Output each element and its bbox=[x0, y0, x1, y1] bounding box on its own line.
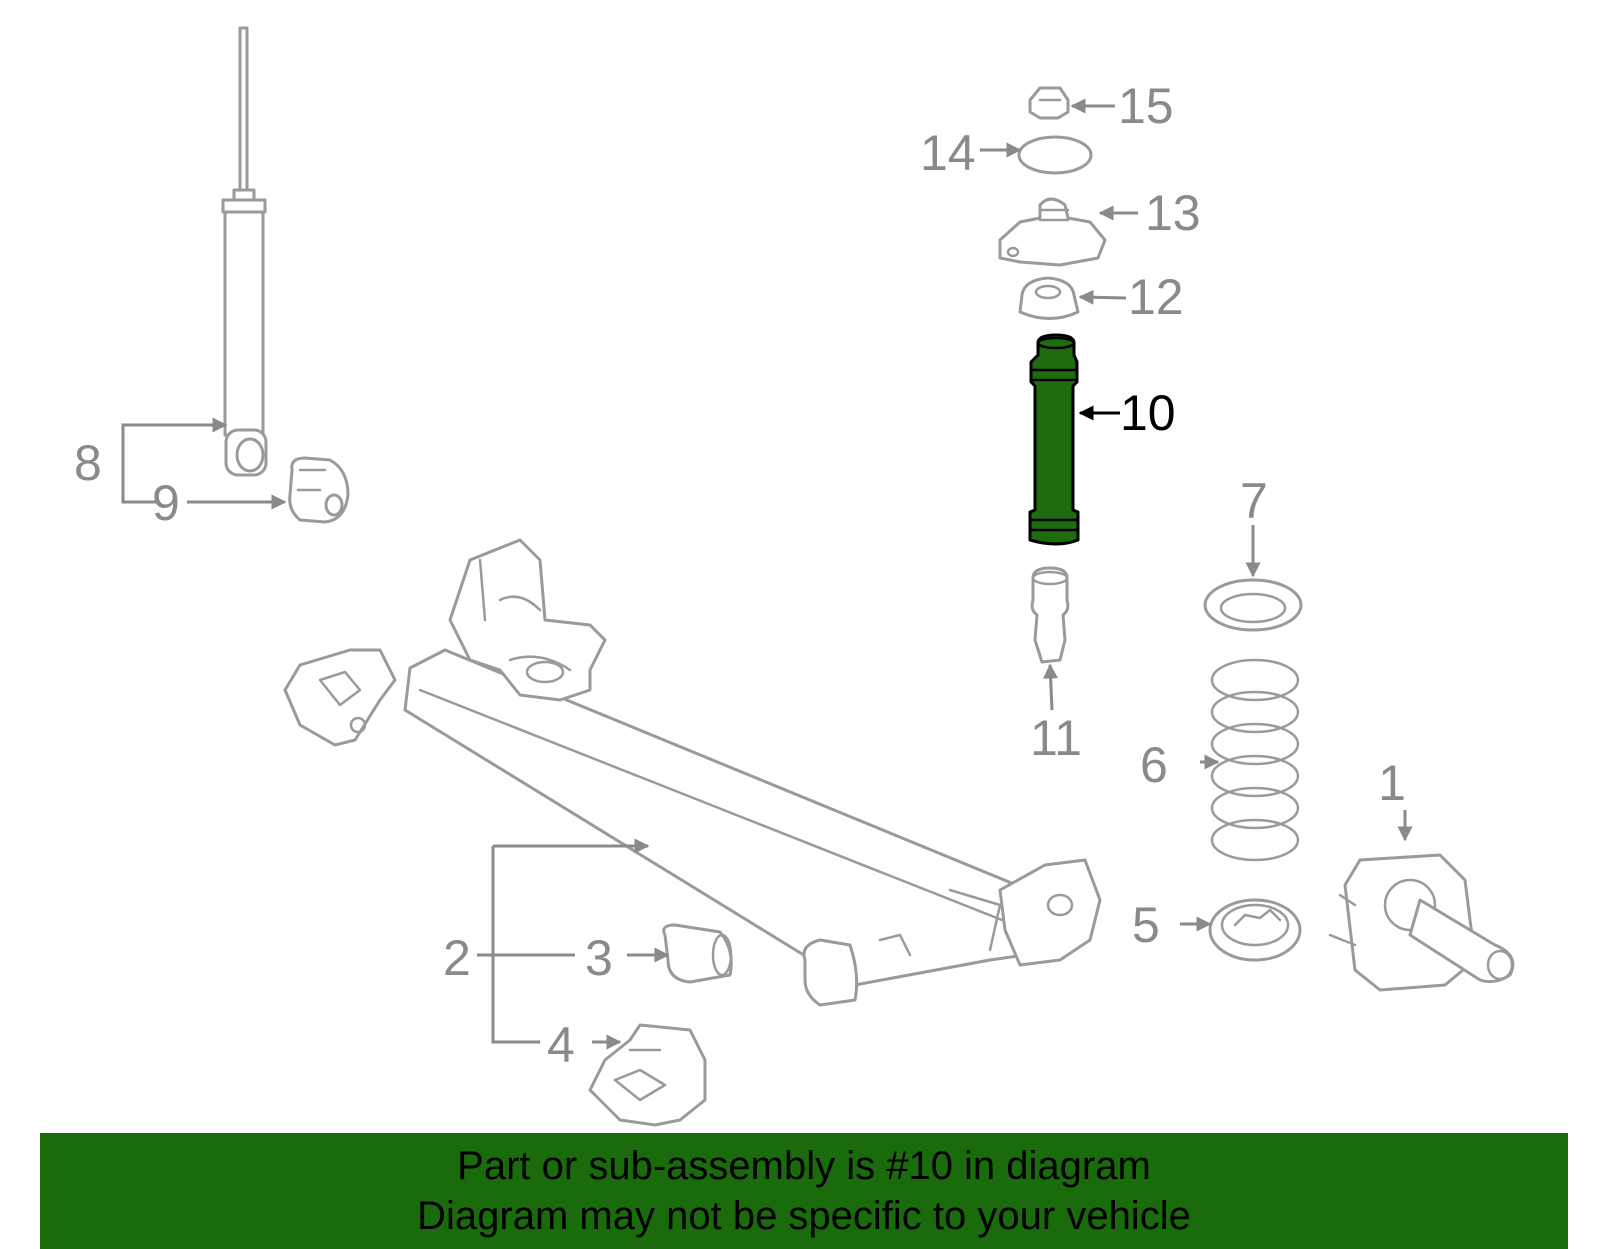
part-10-dust-boot[interactable] bbox=[1028, 333, 1080, 546]
banner-line-1: Part or sub-assembly is #10 in diagram bbox=[457, 1144, 1151, 1188]
callout-12: 12 bbox=[1128, 269, 1184, 325]
part-8-shock-absorber[interactable] bbox=[221, 26, 268, 477]
part-1-hub[interactable] bbox=[1328, 853, 1515, 992]
callout-3: 3 bbox=[585, 930, 613, 986]
part-7-upper-seat[interactable] bbox=[1203, 578, 1303, 632]
callout-10: 10 bbox=[1120, 385, 1176, 441]
info-banner: Part or sub-assembly is #10 in diagram D… bbox=[40, 1133, 1568, 1249]
callout-4: 4 bbox=[547, 1017, 575, 1073]
part-13-strut-mount[interactable] bbox=[998, 197, 1107, 267]
callout-7: 7 bbox=[1240, 473, 1268, 529]
part-9-bushing[interactable] bbox=[288, 456, 350, 524]
part-6-coil-spring[interactable] bbox=[1210, 658, 1300, 862]
callout-5: 5 bbox=[1132, 897, 1160, 953]
part-15-nut[interactable] bbox=[1028, 86, 1070, 120]
callout-14: 14 bbox=[920, 125, 976, 181]
callout-13: 13 bbox=[1145, 185, 1201, 241]
part-11-bump-stop[interactable] bbox=[1030, 566, 1070, 664]
callout-2: 2 bbox=[443, 930, 471, 986]
callout-8: 8 bbox=[74, 435, 102, 491]
part-12-bearing[interactable] bbox=[1018, 276, 1080, 320]
callout-11: 11 bbox=[1030, 710, 1082, 766]
part-2-axle-beam[interactable] bbox=[283, 538, 1102, 1007]
callout-6: 6 bbox=[1140, 737, 1168, 793]
banner-line-2: Diagram may not be specific to your vehi… bbox=[417, 1194, 1191, 1238]
callout-15: 15 bbox=[1118, 78, 1174, 134]
callout-9: 9 bbox=[152, 475, 180, 531]
part-3-bushing[interactable] bbox=[662, 923, 733, 984]
part-4-bracket[interactable] bbox=[588, 1023, 707, 1127]
part-14-o-ring[interactable] bbox=[1017, 135, 1093, 175]
leader-lines bbox=[121, 98, 1413, 1050]
part-5-spring-seat[interactable] bbox=[1208, 898, 1302, 962]
callout-1: 1 bbox=[1378, 755, 1406, 811]
